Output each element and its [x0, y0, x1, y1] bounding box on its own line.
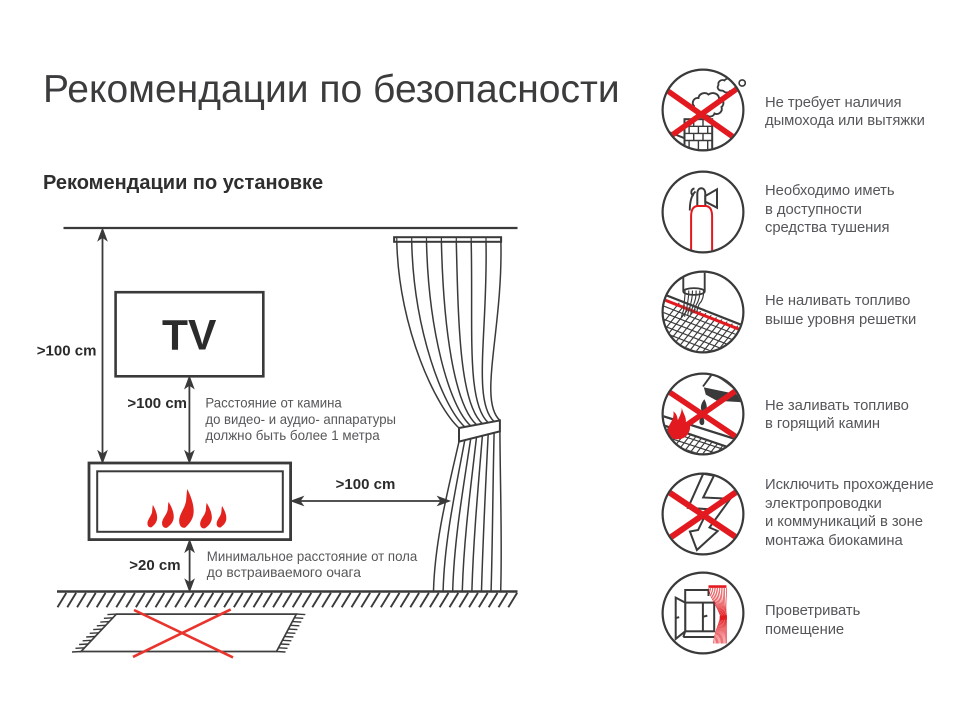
svg-text:>20 cm: >20 cm [129, 557, 180, 574]
svg-text:>100 cm: >100 cm [336, 476, 396, 493]
svg-text:>100 cm: >100 cm [127, 395, 187, 412]
svg-text:должно быть более 1 метра: должно быть более 1 метра [205, 427, 380, 443]
svg-text:Расстояние от камина: Расстояние от камина [205, 395, 342, 411]
svg-text:до встраиваемого очага: до встраиваемого очага [207, 564, 361, 580]
svg-text:до видео- и аудио- аппаратуры: до видео- и аудио- аппаратуры [205, 411, 396, 427]
svg-text:TV: TV [162, 313, 217, 360]
svg-text:>100 cm: >100 cm [37, 343, 97, 360]
svg-text:Минимальное расстояние от пола: Минимальное расстояние от пола [207, 548, 418, 564]
